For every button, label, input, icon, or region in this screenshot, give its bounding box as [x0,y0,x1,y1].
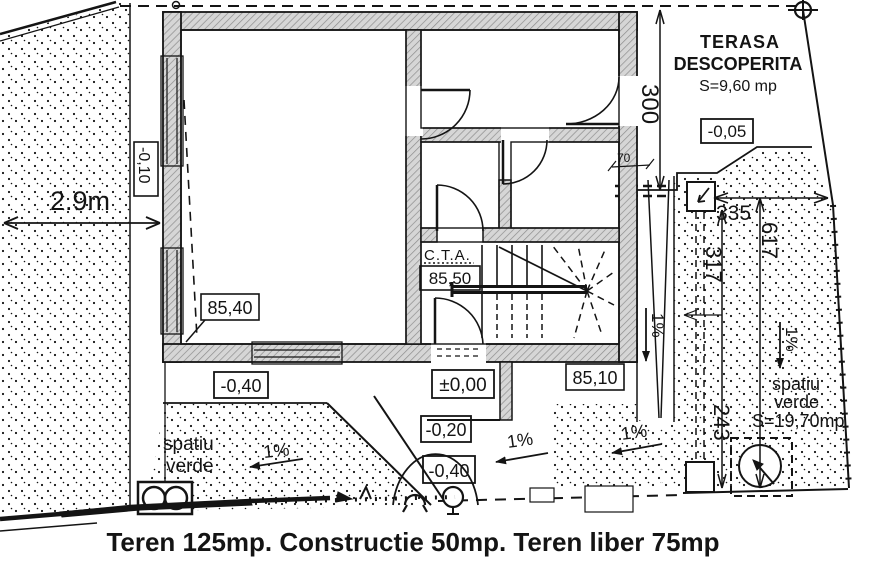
slope-ramp-text: 1% [648,313,667,338]
level-zero-text: ±0,00 [439,375,486,396]
level-minus040u-text: -0,40 [220,376,261,396]
slope-arrow-center [495,452,549,465]
drain-box-top-icon [686,181,716,212]
level-minus020-text: -0,20 [425,420,466,440]
dim-335-text: 335 [716,202,751,225]
terrace-area-text: S=9,60 mp [699,78,777,95]
door-terrace [565,76,620,126]
green-area-left [0,3,130,517]
slope-left-text: 1% [262,439,290,462]
level-minus005-text: -0,05 [708,122,747,141]
drain-box-bottom-icon [685,461,715,493]
terrace-name-line2: DESCOPERITA [674,54,803,74]
green-area-right [553,150,847,487]
dimension-335 [713,192,829,204]
level-minus010-text: -0,10 [135,147,152,184]
slope-center-text: 1% [506,429,535,452]
green-left-line2: verde [166,456,214,477]
green-right-line2: verde [774,392,819,412]
level-badge-minus005: -0,05 [700,118,754,144]
level-8510-text: 85,10 [572,368,617,388]
survey-marker-icon [788,0,818,20]
level-badge-8540: 85,40 [200,293,260,321]
green-label-left: spatiu verde [163,434,214,477]
level-badge-minus040-upper: -0,40 [213,371,269,399]
cta-label: C.T.A. 85,50 [419,247,481,291]
cta-title-text: C.T.A. [424,247,471,264]
aux-lines [183,99,206,343]
porch-and-ramps [163,395,634,515]
level-8540-text: 85,40 [207,298,252,318]
slope-right-text: 1% [782,327,801,352]
dimension-2-9m [3,216,161,230]
dim-300-text: 300 [636,84,663,124]
terrace-name-line1: TERASA [700,32,780,52]
green-left-line1: spatiu [163,434,214,455]
green-right-area: S=19,70mp [752,411,845,431]
slope-arrow-left [249,458,303,470]
level-badge-minus010: -0,10 [133,141,159,197]
green-label-right: spatiu verde S=19,70mp [752,374,845,431]
green-right-line1: spatiu [772,374,820,394]
dim-317-text: 317 [701,246,726,283]
dim-29m-text: 2.9m [50,186,110,216]
dim-617-text: 617 [757,222,782,259]
staircase [450,244,615,339]
green-area-bottom-left [145,403,431,511]
dimension-300 [655,9,665,191]
window-bottom [251,341,343,365]
doors [420,76,620,357]
door-openings [404,76,639,364]
level-minus040l-text: -0,40 [428,461,469,481]
dim-70-text: 70 [617,151,631,165]
windows [160,55,343,365]
level-badge-minus040-lower: -0,40 [422,455,476,484]
terrace-label: TERASA DESCOPERITA S=9,60 mp [674,32,803,95]
slope-arrow-mid-right [611,443,663,456]
level-badge-8510: 85,10 [565,363,625,391]
room-outlines [180,29,620,345]
cta-level-text: 85,50 [429,269,472,288]
dim-243-text: 243 [709,404,734,441]
fence-line [0,484,456,532]
door-room-small-right [501,139,548,185]
dimension-617 [755,197,765,489]
level-badge-minus020: -0,20 [420,415,472,443]
window-left-upper [160,55,184,167]
door-room-small-left [435,184,484,232]
dimension-317 [683,209,727,489]
caption: Teren 125mp. Constructie 50mp. Teren lib… [106,527,719,557]
slope-mid-right-text: 1% [620,421,649,444]
dimension-70 [607,158,655,172]
window-left-lower [160,247,184,335]
door-living-room [420,88,471,140]
level-badge-zero: ±0,00 [431,369,495,399]
